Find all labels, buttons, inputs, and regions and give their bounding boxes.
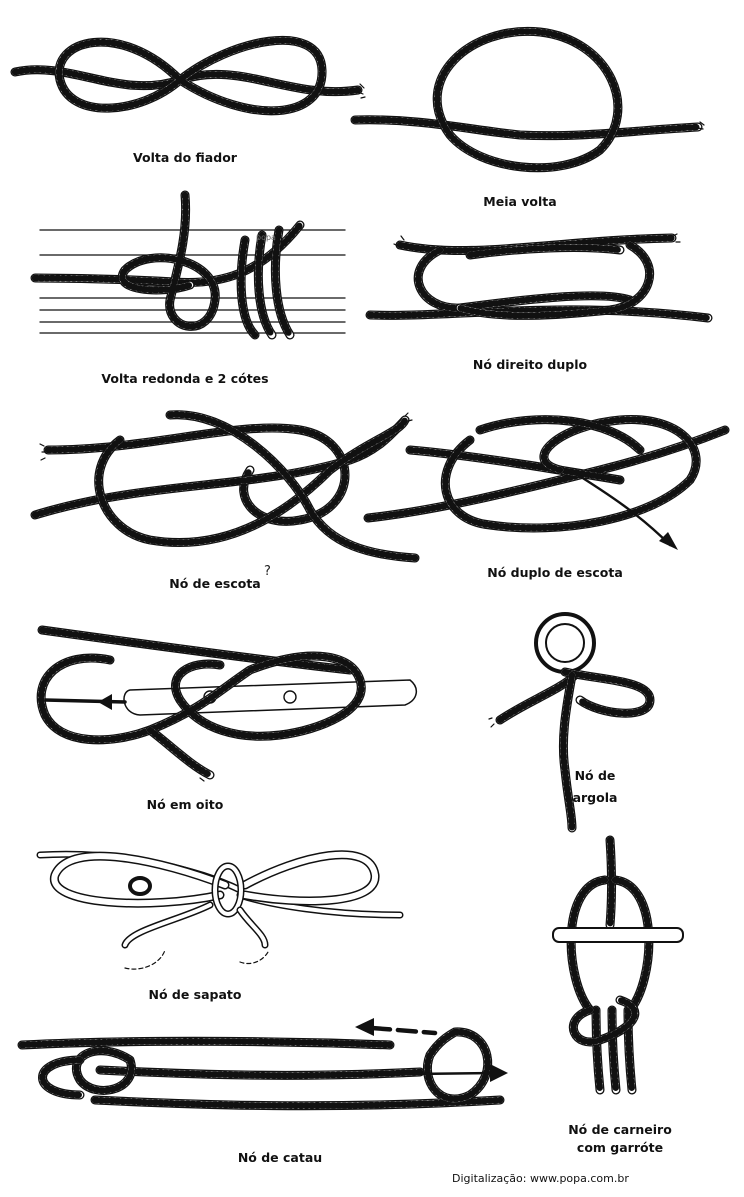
caption-no-de-argola-line1: Nó de xyxy=(574,768,616,783)
caption-no-de-catau: Nó de catau xyxy=(237,1150,323,1165)
caption-no-duplo-de-escota: Nó duplo de escota xyxy=(487,565,623,580)
caption-no-em-oito: Nó em oito xyxy=(146,797,224,812)
knot-volta-do-fiador xyxy=(10,35,363,116)
knot-volta-redonda-2-cotes xyxy=(30,190,346,340)
knot-no-direito-duplo xyxy=(365,233,713,323)
knot-meia-volta xyxy=(350,26,703,173)
rope-ends xyxy=(39,83,705,782)
caption-no-de-carneiro-line1: Nó de carneiro xyxy=(568,1122,672,1137)
knot-no-de-catau xyxy=(17,1018,508,1111)
knot-no-de-carneiro-com-garrote xyxy=(552,835,684,1095)
caption-no-direito-duplo: Nó direito duplo xyxy=(472,357,588,372)
caption-no-de-sapato: Nó de sapato xyxy=(148,987,242,1002)
caption-meia-volta: Meia volta xyxy=(483,194,557,209)
knot-no-de-escota xyxy=(30,410,420,563)
knot-no-de-argola xyxy=(495,612,655,833)
caption-no-de-escota: Nó de escota xyxy=(169,576,261,591)
caption-no-de-carneiro-line2: com garróte xyxy=(576,1140,664,1155)
caption-volta-redonda-2-cotes: Volta redonda e 2 cótes xyxy=(101,371,269,386)
knot-no-duplo-de-escota xyxy=(363,415,730,550)
knot-no-de-sapato xyxy=(36,850,404,970)
scan-credit: Digitalização: www.popa.com.br xyxy=(452,1172,629,1185)
knot-no-em-oito xyxy=(36,625,417,780)
caption-volta-do-fiador: Volta do fiador xyxy=(133,150,237,165)
watermark: popa xyxy=(256,233,276,242)
caption-no-de-argola-line2: argola xyxy=(572,790,618,805)
annotation-question-mark: ? xyxy=(264,564,271,579)
